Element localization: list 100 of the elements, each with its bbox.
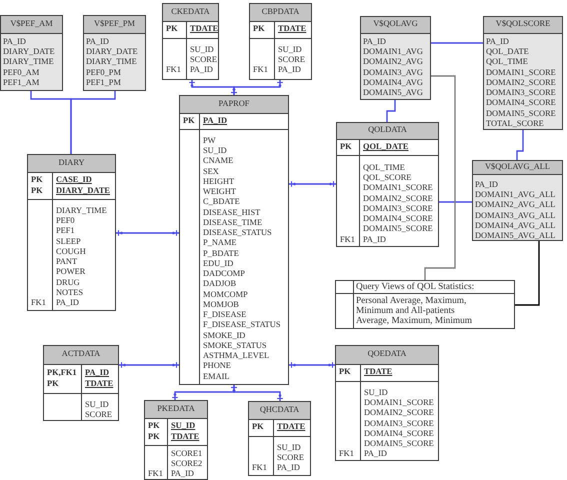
fk-label: FK1 bbox=[252, 463, 267, 474]
field-name: PEF0_AM bbox=[3, 68, 40, 78]
view-table bbox=[83, 15, 146, 91]
entity-table bbox=[43, 345, 119, 421]
entity-table bbox=[162, 3, 219, 80]
field-name: SU_ID bbox=[364, 388, 388, 398]
field-name: DOMAIN1_AVG bbox=[363, 47, 423, 58]
field-name: DISEASE_TIME bbox=[203, 218, 262, 228]
key-label: PK,FK1 bbox=[47, 368, 77, 378]
field-name: PA_ID bbox=[277, 463, 300, 474]
entity-table bbox=[179, 95, 289, 385]
field-name: DIARY_TIME bbox=[56, 206, 107, 216]
field-name: DOMAIN3_SCORE bbox=[363, 204, 433, 214]
field-name: PA_ID bbox=[171, 469, 194, 480]
field-name: PA_ID bbox=[363, 234, 386, 245]
field-name: DADCOMP bbox=[203, 269, 245, 280]
field-name: SMOKE_ID bbox=[203, 330, 246, 341]
key-field: PA_ID bbox=[85, 368, 110, 378]
field-name: DOMAIN1_SCORE bbox=[363, 183, 433, 194]
connector-line bbox=[386, 100, 396, 122]
table-name: V$QOLAVG_ALL bbox=[485, 162, 550, 172]
field-name: SU_ID bbox=[278, 44, 302, 56]
field-name: DOMAIN3_AVG_ALL bbox=[475, 210, 556, 221]
field-name: DOMAIN4_AVG_ALL bbox=[475, 220, 556, 232]
field-name: DOMAIN2_AVG bbox=[363, 57, 423, 68]
field-name: DADJOB bbox=[203, 279, 236, 290]
field-name: DOMAIN2_SCORE bbox=[363, 194, 433, 204]
table-name: QOEDATA bbox=[368, 349, 406, 360]
table-name: V$PEF_PM bbox=[94, 18, 135, 30]
field-name: SU_ID bbox=[277, 442, 301, 454]
field-name: DOMAIN1_SCORE bbox=[364, 398, 434, 408]
field-name: DOMAIN5_SCORE bbox=[486, 108, 556, 119]
field-name: ASTHMA_LEVEL bbox=[203, 351, 270, 362]
key-label: PK bbox=[183, 116, 195, 126]
field-name: DOMAIN3_SCORE bbox=[364, 418, 434, 429]
table-name: QHCDATA bbox=[260, 404, 300, 416]
field-name: SCORE2 bbox=[171, 459, 202, 470]
key-field: TDATE bbox=[190, 24, 218, 35]
key-field: TDATE bbox=[85, 378, 114, 389]
field-name: DIARY_TIME bbox=[3, 57, 54, 68]
field-name: SLEEP bbox=[56, 236, 81, 247]
field-name: DOMAIN5_SCORE bbox=[363, 224, 433, 235]
field-name: CNAME bbox=[203, 156, 234, 167]
field-name: NOTES bbox=[56, 288, 83, 298]
field-name: SCORE1 bbox=[171, 448, 202, 460]
field-name: DOMAIN2_SCORE bbox=[364, 408, 434, 419]
key-label: PK bbox=[31, 186, 43, 196]
field-name: C_BDATE bbox=[203, 197, 240, 208]
view-table bbox=[360, 16, 431, 100]
field-name: PEF1_PM bbox=[86, 78, 121, 88]
field-name: SU_ID bbox=[190, 44, 214, 56]
field-name: MOMJOB bbox=[203, 300, 239, 310]
field-name: QOL_SCORE bbox=[363, 173, 412, 184]
fk-label: FK1 bbox=[340, 234, 355, 245]
relationship-line bbox=[289, 180, 336, 188]
field-name: SU_ID bbox=[203, 146, 227, 156]
table-name: ACTDATA bbox=[62, 349, 100, 360]
field-name: P_BDATE bbox=[203, 248, 239, 259]
fk-label: FK1 bbox=[148, 469, 163, 480]
entity-table bbox=[249, 3, 312, 80]
field-name: DOMAIN5_SCORE bbox=[364, 439, 434, 450]
table-name: V$PEF_AM bbox=[10, 18, 53, 30]
field-name: SCORE bbox=[278, 55, 305, 66]
field-name: PEF1_AM bbox=[3, 78, 40, 88]
key-field: TDATE bbox=[277, 422, 306, 433]
fk-label: FK1 bbox=[31, 298, 46, 308]
field-name: TOTAL_SCORE bbox=[486, 118, 544, 130]
key-label: PK bbox=[148, 432, 160, 442]
key-field: QOL_DATE bbox=[363, 142, 408, 152]
field-name: DOMAIN4_SCORE bbox=[363, 214, 433, 224]
field-name: DOMAIN4_AVG bbox=[363, 78, 423, 88]
field-name: DOMAIN5_AVG_ALL bbox=[475, 231, 556, 242]
field-name: DIARY_TIME bbox=[86, 57, 137, 68]
field-name: EMAIL bbox=[203, 372, 230, 382]
entity-table bbox=[335, 345, 439, 461]
table-name: CKEDATA bbox=[171, 6, 210, 18]
field-name: DIARY_DATE bbox=[86, 47, 138, 58]
field-name: PANT bbox=[56, 257, 78, 268]
key-label: PK bbox=[166, 24, 178, 35]
field-name: PA_ID bbox=[486, 36, 509, 48]
fk-label: FK1 bbox=[166, 65, 181, 76]
field-name: PA_ID bbox=[475, 180, 498, 190]
field-name: COUGH bbox=[56, 246, 86, 258]
field-name: PW bbox=[203, 136, 216, 146]
field-name: DOMAIN2_SCORE bbox=[486, 78, 556, 88]
note-title: Query Views of QOL Statistics: bbox=[356, 282, 474, 292]
connector-line bbox=[431, 42, 483, 44]
connector-line bbox=[516, 130, 524, 160]
field-name: PA_ID bbox=[278, 65, 301, 76]
field-name: DOMAIN1_SCORE bbox=[486, 68, 556, 78]
field-name: SCORE bbox=[190, 55, 217, 66]
table-name: DIARY bbox=[58, 158, 85, 168]
field-name: PA_ID bbox=[3, 36, 26, 48]
entity-table bbox=[144, 400, 208, 480]
field-name: PA_ID bbox=[190, 65, 213, 76]
field-name: PHONE bbox=[203, 361, 231, 372]
table-name: CBPDATA bbox=[262, 6, 300, 18]
key-label: PK bbox=[339, 367, 351, 378]
field-name: DOMAIN5_AVG bbox=[363, 88, 423, 98]
field-name: SCORE bbox=[277, 453, 304, 464]
